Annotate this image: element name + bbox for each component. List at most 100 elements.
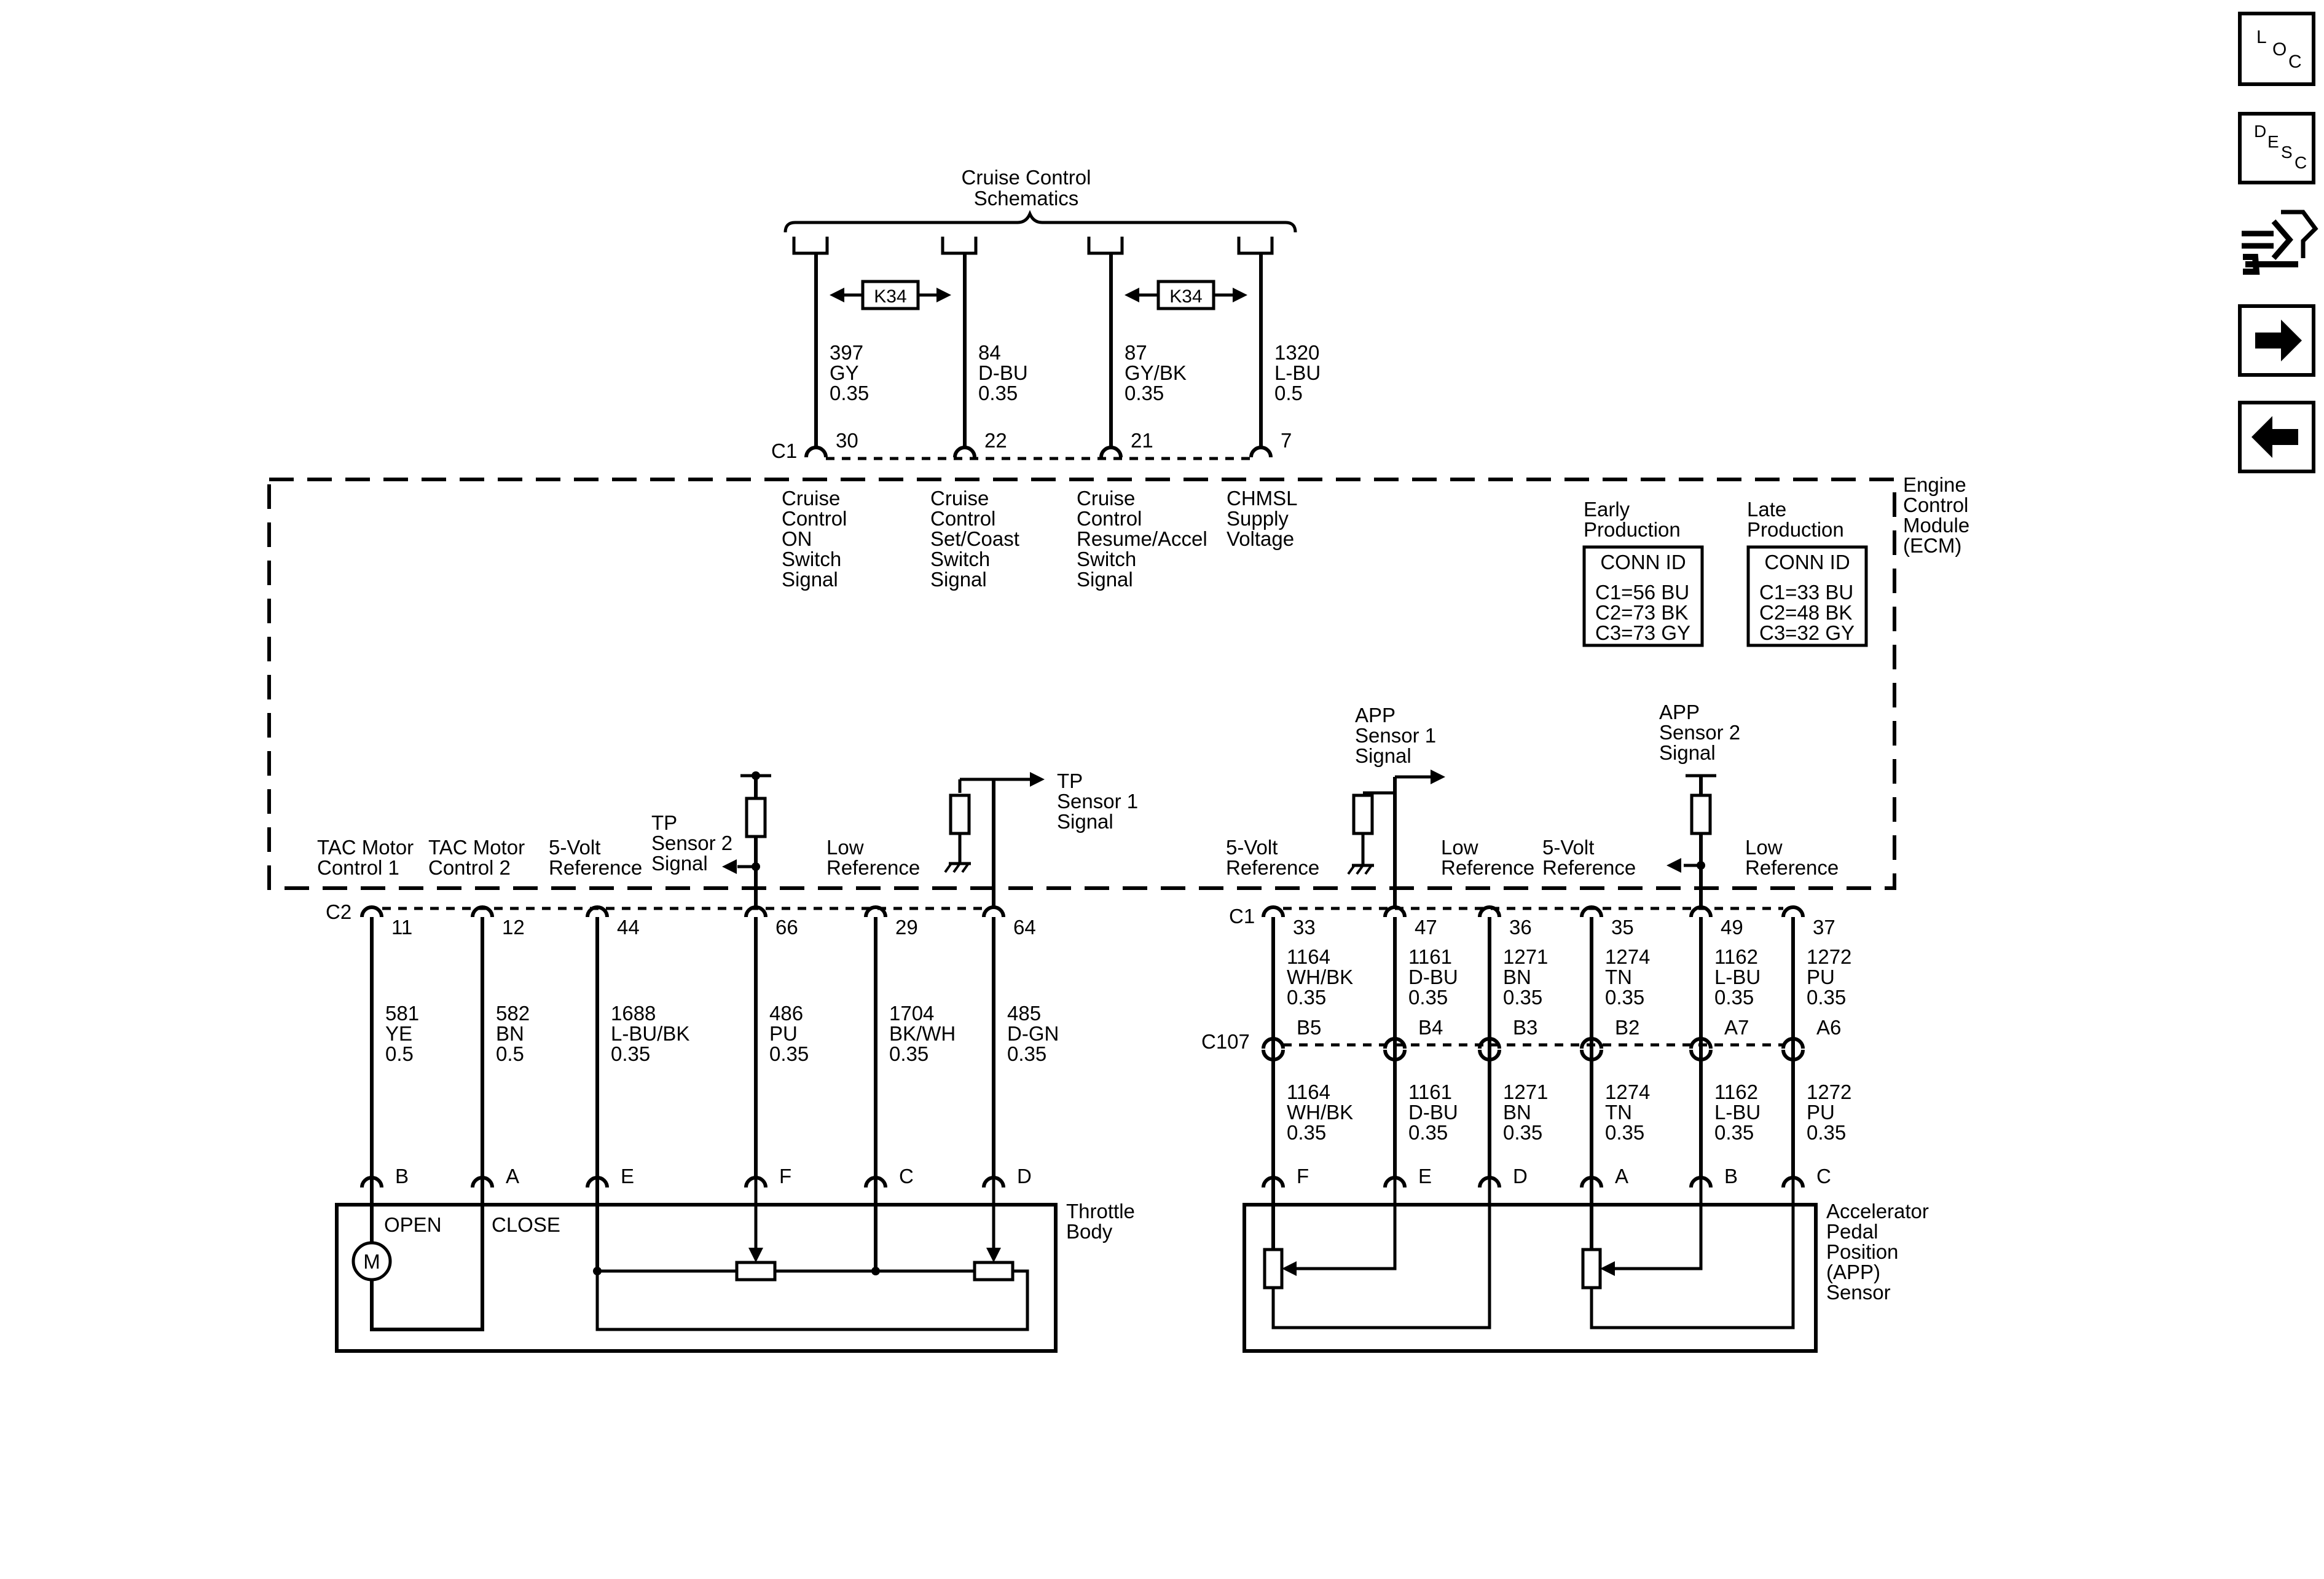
app-sensor-pin [1689, 1176, 1713, 1188]
wire-gauge: 0.35 [769, 1042, 809, 1065]
pin-function-label: Signal [1057, 810, 1113, 833]
wire-color: L-BU/BK [611, 1022, 689, 1045]
app-sensor-pin-letter: E [1418, 1165, 1432, 1187]
connector-pin [982, 905, 1005, 918]
conn-id-entry: C1=56 BU [1595, 581, 1689, 604]
pin-number: 35 [1611, 916, 1634, 939]
tp-sensor1-potentiometer [973, 1261, 1015, 1282]
connector-pin [1580, 905, 1603, 918]
pin-function-label: Control [782, 507, 847, 530]
cruise-title: Schematics [974, 187, 1079, 210]
desc-letter: E [2267, 132, 2279, 151]
inline-pin-id: B5 [1297, 1016, 1321, 1039]
ecm-ground [952, 862, 961, 873]
throttle-body-pin [864, 1176, 887, 1188]
throttle-body-pin-letter: F [779, 1165, 791, 1187]
loc-button[interactable]: LOC [2238, 12, 2315, 86]
wire-color: D-BU [978, 361, 1028, 384]
throttle-body-pin-letter: E [621, 1165, 634, 1187]
circuit-number: 1162 [1714, 945, 1758, 968]
wire-gauge: 0.35 [1503, 986, 1542, 1009]
pin-function-label: Set/Coast [930, 527, 1019, 550]
wire-color: PU [769, 1022, 798, 1045]
throttle-body-box [335, 1203, 1058, 1353]
previous-page-button[interactable] [2238, 401, 2315, 473]
ecm-ground [944, 862, 952, 873]
app-sensor-pin-letter: A [1615, 1165, 1628, 1187]
supply-node [752, 771, 760, 780]
wire-color: BN [1503, 1101, 1531, 1124]
k34-arrow-head [830, 288, 844, 302]
junction-dot [1697, 861, 1705, 870]
motor-return-wire [370, 1179, 484, 1331]
wire-gauge: 0.35 [1605, 1121, 1644, 1144]
wire-gauge: 0.35 [1605, 986, 1644, 1009]
inline-connector-pin [1781, 1037, 1805, 1049]
wire-gauge: 0.35 [1287, 1121, 1326, 1144]
wire-color: BK/WH [889, 1022, 956, 1045]
wrench-icon [2243, 254, 2298, 275]
pin-function-label: Switch [930, 548, 990, 570]
desc-letter: C [2295, 153, 2307, 172]
early-production-heading: Early [1584, 498, 1630, 521]
app-sensor-name: Pedal [1826, 1220, 1878, 1243]
connector-pin [1781, 905, 1805, 918]
wire-gauge: 0.35 [1807, 986, 1846, 1009]
wire-layer [370, 237, 1866, 1331]
pin-function-label: Control 2 [428, 856, 511, 879]
connector-id: C2 [326, 900, 351, 923]
wire-gauge: 0.35 [978, 382, 1018, 404]
ecm-ground [1347, 864, 1356, 875]
wire-color: WH/BK [1287, 966, 1353, 988]
pin-function-label: ON [782, 527, 812, 550]
pin-number: 30 [836, 429, 858, 452]
inline-pin-id: B3 [1513, 1016, 1537, 1039]
inline-connector-pin [1689, 1049, 1713, 1061]
conn-id-heading: CONN ID [1600, 551, 1686, 573]
connector-pin [953, 446, 976, 458]
wiper-arrow [986, 1248, 1001, 1262]
circuit-number: 1271 [1503, 945, 1548, 968]
connector-pin [804, 446, 828, 458]
service-icon[interactable] [2242, 210, 2318, 275]
pin-function-label: TP [651, 811, 677, 834]
pullup-resistor [1690, 793, 1712, 835]
connector-id: C1 [1229, 905, 1255, 927]
pin-number: 44 [617, 916, 640, 939]
pin-function-label: Signal [1659, 741, 1716, 764]
throttle-body-pin-letter: B [395, 1165, 409, 1187]
app-sensor-box [1242, 1203, 1818, 1353]
pin-function-label: TAC Motor [317, 836, 414, 859]
pin-function-label: Reference [1226, 856, 1319, 879]
ecm-ground [1356, 864, 1364, 875]
app-sensor-pin-letter: B [1724, 1165, 1738, 1187]
pin-function-label: Reference [1745, 856, 1839, 879]
next-page-button[interactable] [2238, 304, 2315, 377]
pin-number: 11 [391, 916, 412, 939]
pin-function-label: Cruise [782, 487, 840, 510]
pin-function-label: TP [1057, 770, 1083, 792]
service-arrows-icon [2242, 219, 2293, 260]
app-sensor-name: Position [1826, 1240, 1898, 1263]
harness-reference-bracket [792, 237, 829, 255]
wire-color: BN [496, 1022, 524, 1045]
pin-number: 12 [502, 916, 525, 939]
app-sensor-pin-letter: D [1513, 1165, 1528, 1187]
wire-color: BN [1503, 966, 1531, 988]
harness-reference-bracket [941, 237, 978, 255]
wiper-arrow [1600, 1261, 1615, 1276]
pin-function-label: Low [1745, 836, 1783, 859]
circuit-number: 1272 [1807, 1081, 1851, 1103]
wire-gauge: 0.35 [1714, 1121, 1754, 1144]
pin-function-label: Resume/Accel [1077, 527, 1207, 550]
schematic-reference-bracket [783, 210, 1297, 233]
app-sensor-pin [1262, 1176, 1285, 1188]
pin-number: 49 [1721, 916, 1743, 939]
circuit-number: 485 [1007, 1002, 1041, 1025]
pin-function-label: APP [1659, 701, 1700, 723]
pin-function-label: Switch [782, 548, 841, 570]
pin-function-label: Control 1 [317, 856, 399, 879]
cruise-title: Cruise Control [962, 166, 1091, 189]
